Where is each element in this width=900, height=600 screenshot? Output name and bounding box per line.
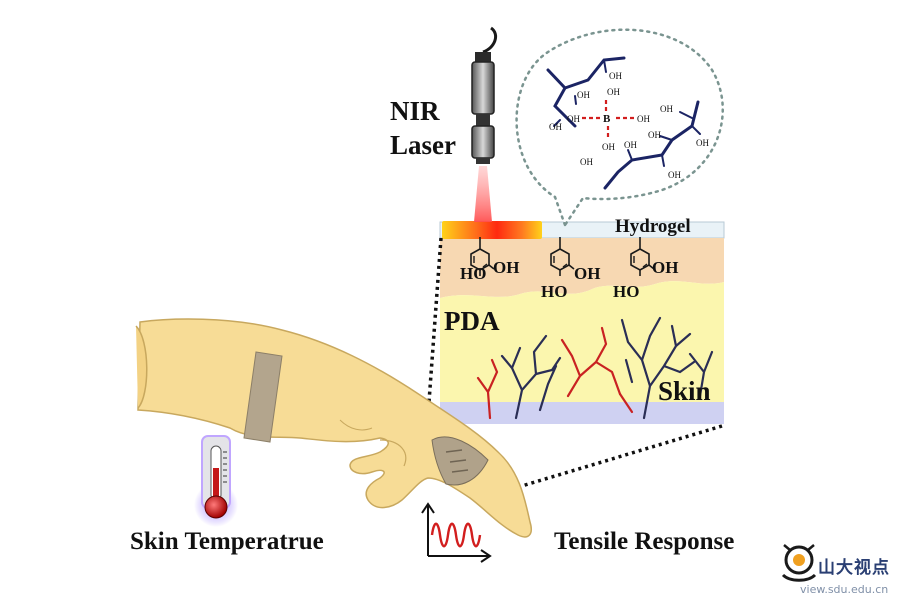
watermark-url: view.sdu.edu.cn	[800, 583, 889, 596]
nir-laser-device	[471, 26, 498, 222]
chain-branches	[553, 59, 701, 167]
hydrogel-molecule-bubble: OH OH OH OH OH OH OH OH OH OH OH OH OH B	[515, 28, 724, 228]
catechol-ho-label: HO	[541, 282, 568, 301]
borate-crosslink	[582, 100, 634, 140]
laser-cable	[482, 26, 498, 54]
skin-cross-section	[422, 221, 725, 502]
oh-label: OH	[637, 114, 650, 124]
watermark-logo-text: 山大视点	[818, 558, 890, 578]
catechol-group	[470, 237, 495, 276]
hand-outline	[137, 318, 532, 538]
oh-label: OH	[580, 157, 593, 167]
hydroxyl-labels: OH OH OH OH OH OH OH OH OH OH OH OH OH	[549, 71, 709, 180]
oh-label: OH	[602, 142, 615, 152]
oh-label: OH	[549, 122, 562, 132]
catechol-oh-label: OH	[574, 264, 601, 283]
blood-vessels-red	[476, 326, 634, 420]
oh-label: OH	[607, 87, 620, 97]
nir-laser-label-line1: NIR	[390, 96, 440, 126]
hydrogel-label: Hydrogel	[615, 216, 691, 237]
wristband	[243, 351, 283, 443]
tensile-signal-icon	[421, 502, 492, 563]
oh-label: OH	[609, 71, 622, 81]
laser-beam	[474, 166, 492, 222]
catechol-ho-label: HO	[613, 282, 640, 301]
oh-label: OH	[668, 170, 681, 180]
bubble-outline	[515, 28, 724, 228]
boron-atom: B	[603, 113, 611, 125]
skin-layer	[440, 281, 724, 402]
tensile-response-label: Tensile Response	[554, 528, 735, 555]
catechol-oh-label: OH	[652, 258, 679, 277]
laser-hotspot	[442, 221, 542, 239]
oh-label: OH	[696, 138, 709, 148]
hand-illustration	[135, 318, 532, 538]
zoom-guide-line	[474, 424, 723, 502]
oh-label: OH	[648, 130, 661, 140]
catechol-ho-label: HO	[460, 264, 487, 283]
catechol-group	[550, 237, 575, 276]
oh-label: OH	[624, 140, 637, 150]
base-layer	[440, 402, 724, 424]
oscillation-wave	[430, 522, 482, 548]
pda-label: PDA	[444, 306, 500, 336]
oh-label: OH	[660, 104, 673, 114]
nir-laser-label-line2: Laser	[390, 130, 456, 160]
skin-temperature-label: Skin Temperatrue	[130, 528, 324, 555]
pda-layer	[440, 238, 724, 298]
skin-label: Skin	[658, 376, 711, 406]
oh-label: OH	[577, 90, 590, 100]
watermark-logo-icon	[781, 544, 817, 582]
blood-vessels-dark	[500, 316, 714, 420]
catechol-oh-label: OH	[493, 258, 520, 277]
oh-label: OH	[567, 114, 580, 124]
catechol-group	[630, 237, 655, 276]
thermometer-icon	[194, 435, 238, 527]
